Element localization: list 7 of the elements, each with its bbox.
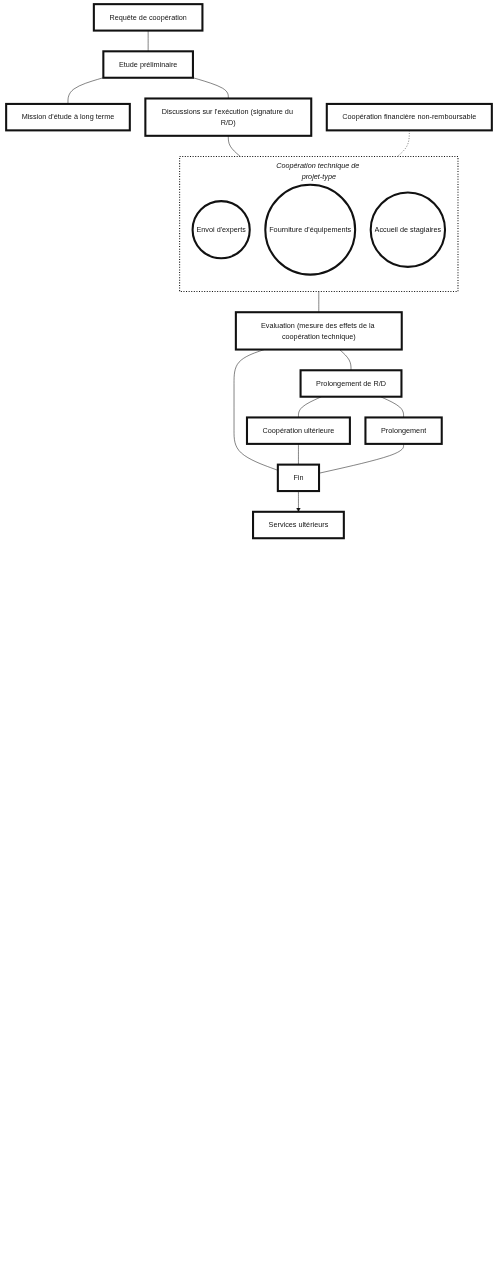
connector [192, 77, 229, 99]
connector [228, 135, 241, 157]
connector [298, 443, 299, 465]
connector [147, 30, 149, 52]
connector [397, 130, 410, 157]
connector [339, 349, 352, 371]
connector [318, 291, 320, 313]
